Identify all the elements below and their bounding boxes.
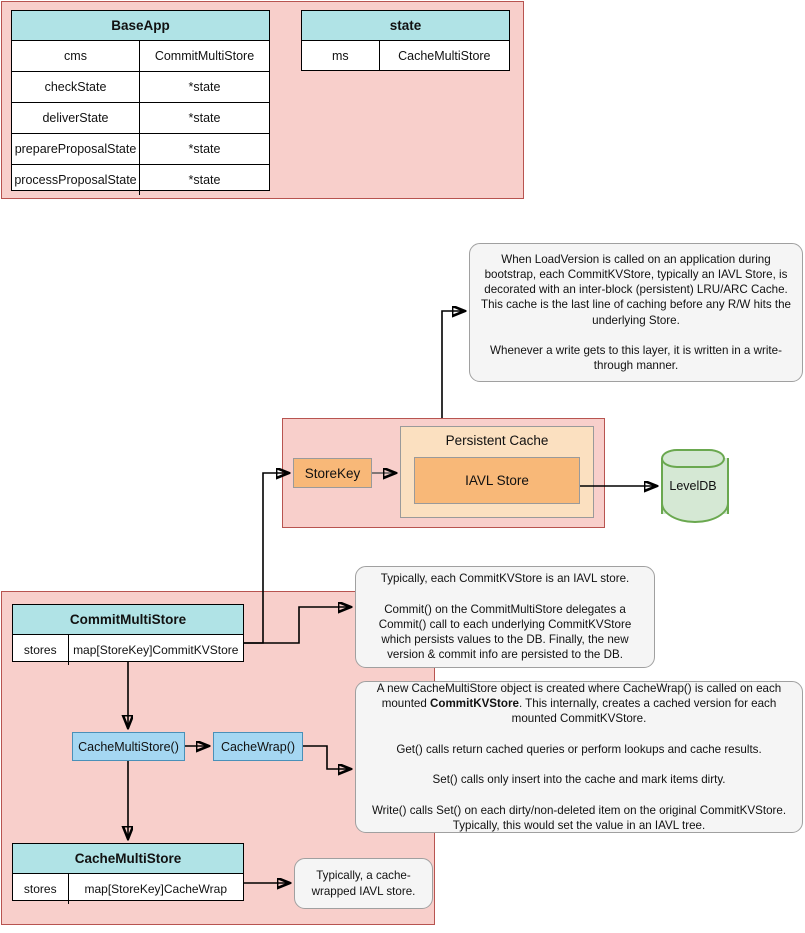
cell-field: stores: [13, 635, 69, 665]
table-row: deliverState *state: [12, 103, 269, 134]
table-row: ms CacheMultiStore: [302, 41, 509, 71]
leveldb-cylinder: LevelDB: [661, 449, 729, 523]
cell-field: ms: [302, 41, 380, 71]
note-load-version: When LoadVersion is called on an applica…: [469, 243, 803, 382]
table-row: stores map[StoreKey]CacheWrap: [13, 874, 243, 904]
note-part-1: A new CacheMultiStore object is created …: [376, 681, 782, 711]
note-cache-wrapped-iavl: Typically, a cache-wrapped IAVL store.: [294, 858, 433, 909]
cylinder-top: [661, 449, 725, 468]
cell-field: cms: [12, 41, 140, 71]
cache-multi-store-call-box: CacheMultiStore(): [72, 732, 185, 761]
commit-multi-store-table: CommitMultiStore stores map[StoreKey]Com…: [12, 604, 244, 665]
cache-wrap-call-label: CacheWrap(): [220, 739, 296, 754]
cell-field: stores: [13, 874, 69, 904]
table-row: stores map[StoreKey]CommitKVStore: [13, 635, 243, 665]
note-cache-wrap-detail: A new CacheMultiStore object is created …: [355, 681, 803, 833]
commit-multi-store-title: CommitMultiStore: [13, 605, 243, 635]
table-row: cms CommitMultiStore: [12, 41, 269, 72]
cache-multi-store-title: CacheMultiStore: [13, 844, 243, 874]
store-key-label: StoreKey: [304, 465, 361, 481]
cell-type: map[StoreKey]CacheWrap: [84, 882, 228, 896]
baseapp-table-title: BaseApp: [12, 11, 269, 41]
iavl-store-label: IAVL Store: [465, 473, 529, 488]
cache-wrap-call-box: CacheWrap(): [213, 732, 303, 761]
cell-field: prepareProposalState: [12, 134, 140, 164]
table-row: checkState *state: [12, 72, 269, 103]
state-table: state ms CacheMultiStore: [301, 10, 510, 71]
store-key-box: StoreKey: [293, 458, 372, 488]
leveldb-label: LevelDB: [669, 479, 717, 493]
cell-field: checkState: [12, 72, 140, 102]
note-part-2: . This internally, creates a cached vers…: [371, 697, 787, 832]
cell-field: processProposalState: [12, 165, 140, 195]
cell-type: *state: [188, 142, 221, 156]
state-table-title: state: [302, 11, 509, 41]
cell-type: CacheMultiStore: [398, 49, 491, 63]
cell-type: map[StoreKey]CommitKVStore: [73, 643, 239, 657]
note-cache-wrap-detail-text: A new CacheMultiStore object is created …: [366, 681, 792, 833]
wire-cache-to-loadversion-note: [441, 311, 464, 418]
note-part-bold: CommitKVStore: [430, 697, 519, 711]
note-commit-kv-store: Typically, each CommitKVStore is an IAVL…: [355, 566, 655, 668]
persistent-cache-title: Persistent Cache: [445, 433, 549, 448]
iavl-store-box: IAVL Store: [414, 457, 580, 504]
cell-type: *state: [188, 173, 221, 187]
table-row: prepareProposalState *state: [12, 134, 269, 165]
cell-field: deliverState: [12, 103, 140, 133]
cache-multi-store-call-label: CacheMultiStore(): [78, 739, 179, 754]
cell-type: *state: [188, 80, 221, 94]
table-row: processProposalState *state: [12, 165, 269, 195]
cell-type: *state: [188, 111, 221, 125]
cache-multi-store-table: CacheMultiStore stores map[StoreKey]Cach…: [12, 843, 244, 904]
cell-type: CommitMultiStore: [154, 49, 255, 63]
baseapp-table: BaseApp cms CommitMultiStore checkState …: [11, 10, 270, 195]
